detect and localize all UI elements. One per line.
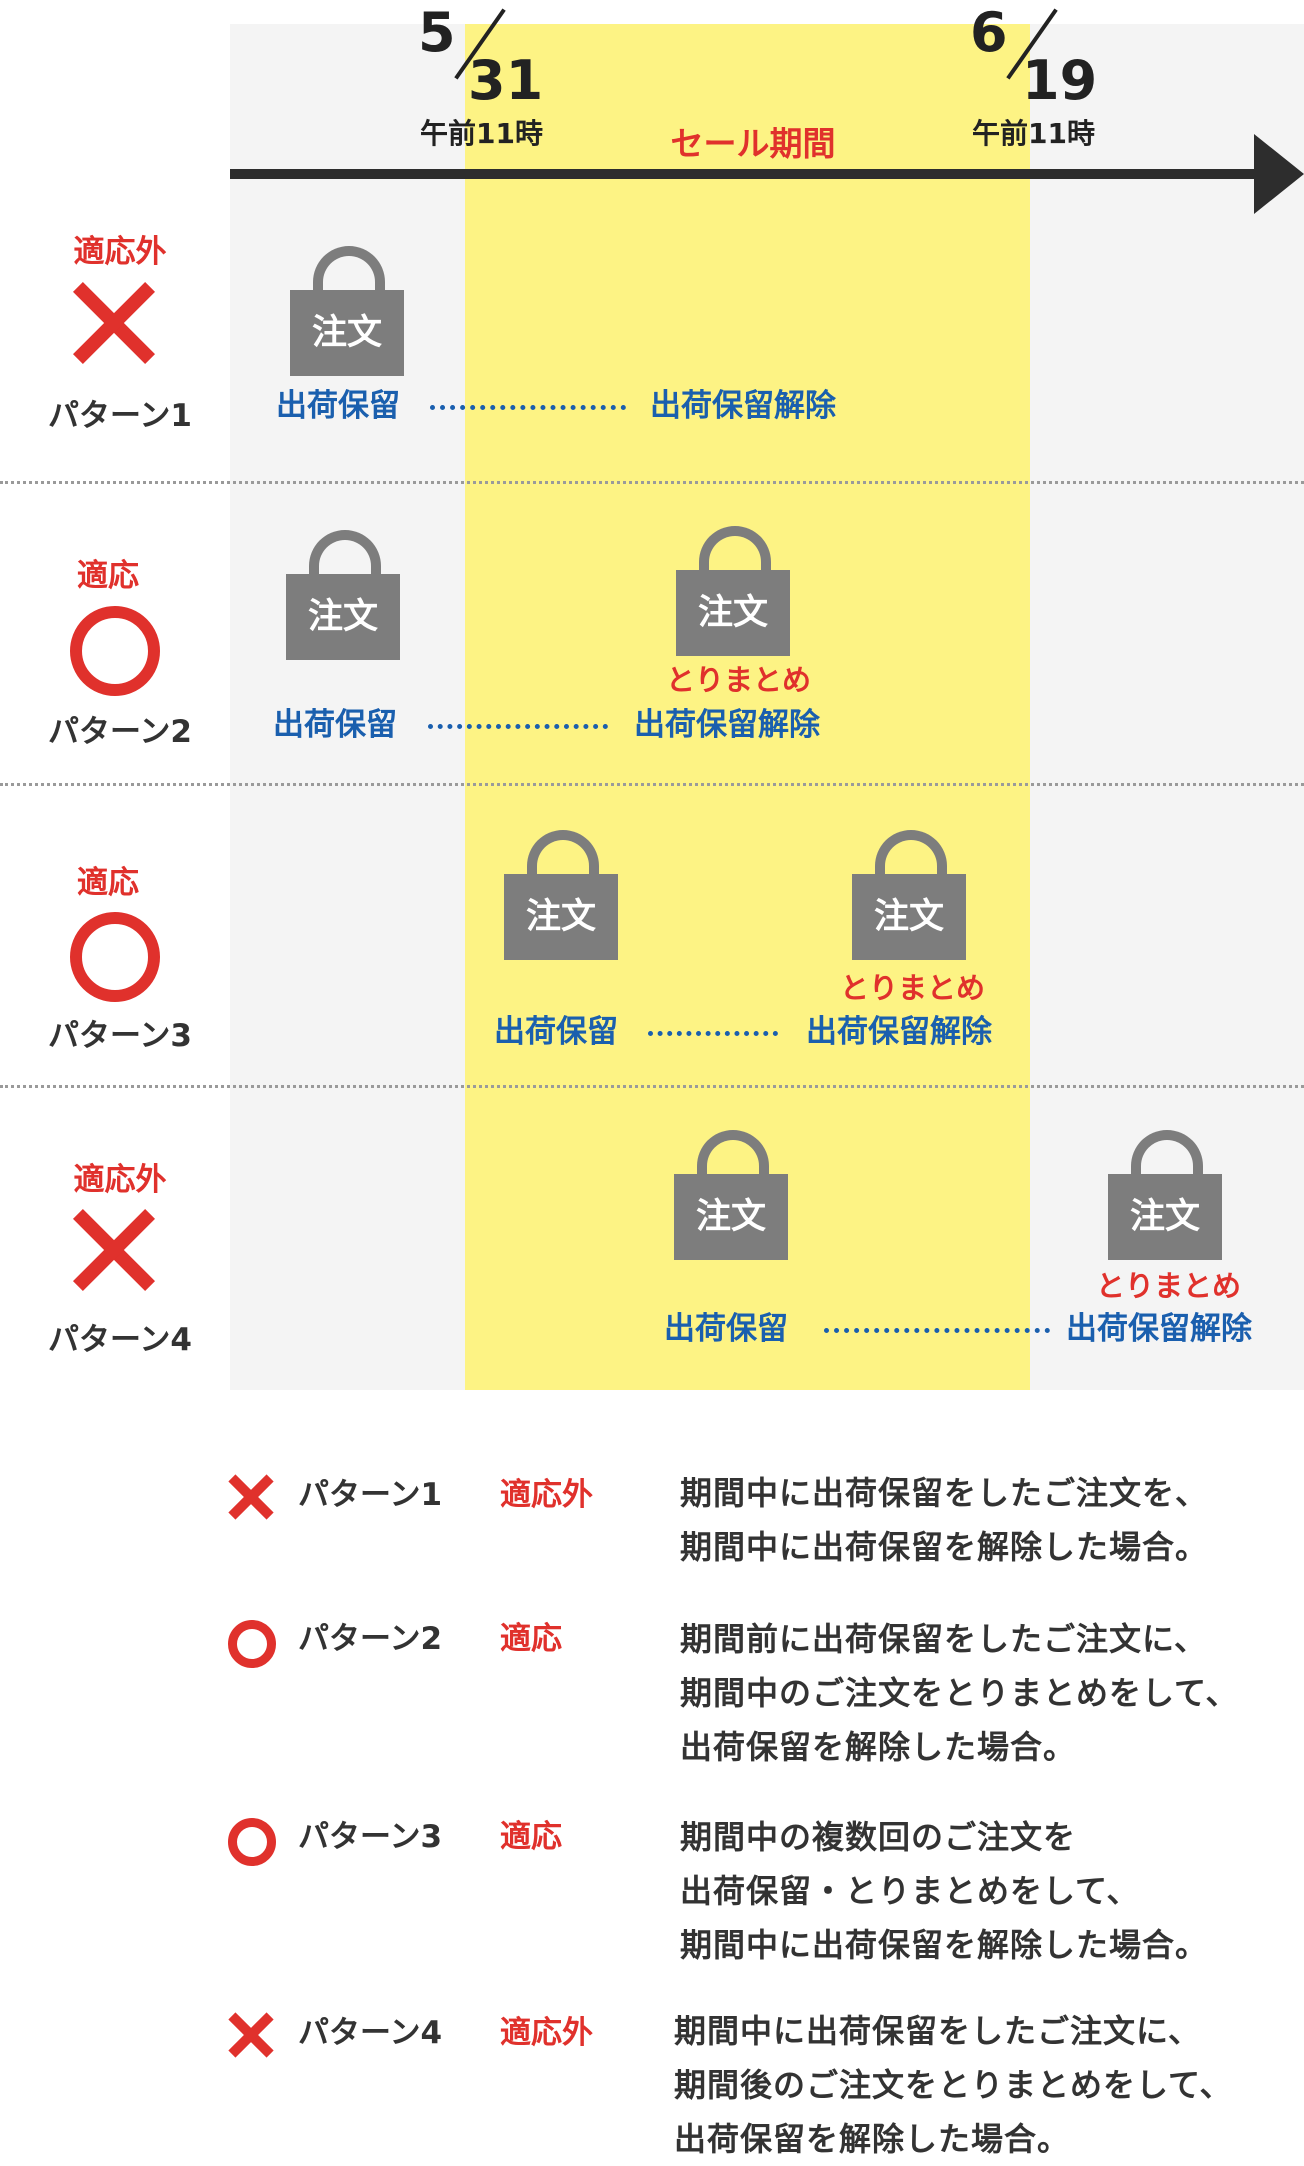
circle-icon xyxy=(70,912,160,1002)
order-label: 注文 xyxy=(674,1174,788,1260)
pattern-1-status: 適応外 xyxy=(73,234,167,270)
row-separator xyxy=(0,481,1304,484)
legend-pattern-2-name: パターン2 xyxy=(298,1621,443,1657)
start-date-day: 31 xyxy=(468,49,544,112)
pattern-1-name: パターン1 xyxy=(47,398,193,434)
order-bag-icon: 注文 xyxy=(286,530,400,660)
legend-pattern-1-description: 期間中に出荷保留をしたご注文を、 期間中に出荷保留を解除した場合。 xyxy=(680,1474,1209,1566)
release-label: 出荷保留解除 xyxy=(634,707,820,743)
order-bag-icon: 注文 xyxy=(290,246,404,376)
hold-to-release-connector xyxy=(648,1031,778,1036)
bundle-label: とりまとめ xyxy=(666,663,812,697)
hold-label: 出荷保留 xyxy=(276,388,400,424)
order-label: 注文 xyxy=(852,874,966,960)
end-date-day: 19 xyxy=(1022,49,1098,112)
release-label: 出荷保留解除 xyxy=(1066,1311,1252,1347)
row-separator xyxy=(0,783,1304,786)
start-date-month: 5 xyxy=(418,1,456,64)
legend-pattern-4-description: 期間中に出荷保留をしたご注文に、 期間後のご注文をとりまとめをして、 出荷保留を… xyxy=(674,2012,1233,2158)
legend-pattern-1-name: パターン1 xyxy=(298,1477,443,1513)
timeline-arrow-icon xyxy=(1254,134,1304,214)
row-separator xyxy=(0,1085,1304,1088)
legend-pattern-1-status: 適応外 xyxy=(500,1477,593,1513)
circle-icon xyxy=(228,1818,276,1866)
hold-label: 出荷保留 xyxy=(273,707,397,743)
x-icon xyxy=(69,1205,159,1295)
pattern-2-name: パターン2 xyxy=(47,714,193,750)
legend-pattern-3-name: パターン3 xyxy=(298,1819,443,1855)
pattern-2-status: 適応 xyxy=(77,558,139,594)
end-date-month: 6 xyxy=(970,1,1008,64)
order-bag-icon: 注文 xyxy=(504,830,618,960)
circle-icon xyxy=(228,1620,276,1668)
legend-pattern-4-name: パターン4 xyxy=(298,2015,443,2051)
order-bag-icon: 注文 xyxy=(676,526,790,656)
order-label: 注文 xyxy=(504,874,618,960)
end-time: 午前11時 xyxy=(972,117,1095,150)
legend-pattern-2-status: 適応 xyxy=(500,1621,562,1657)
order-label: 注文 xyxy=(676,570,790,656)
circle-icon xyxy=(70,606,160,696)
order-label: 注文 xyxy=(1108,1174,1222,1260)
timeline-axis xyxy=(230,169,1260,179)
order-label: 注文 xyxy=(286,574,400,660)
order-bag-icon: 注文 xyxy=(852,830,966,960)
sale-period-label: セール期間 xyxy=(670,124,836,163)
legend-pattern-2-description: 期間前に出荷保留をしたご注文に、 期間中のご注文をとりまとめをして、 出荷保留を… xyxy=(680,1620,1239,1766)
hold-to-release-connector xyxy=(428,724,608,729)
bundle-label: とりまとめ xyxy=(840,971,986,1005)
x-icon xyxy=(228,2012,274,2058)
pattern-3-status: 適応 xyxy=(77,865,139,901)
pattern-4-status: 適応外 xyxy=(73,1162,167,1198)
bundle-label: とりまとめ xyxy=(1096,1269,1242,1303)
legend-pattern-4-status: 適応外 xyxy=(500,2015,593,2051)
hold-to-release-connector xyxy=(824,1328,1050,1333)
start-time: 午前11時 xyxy=(420,117,543,150)
hold-label: 出荷保留 xyxy=(494,1014,618,1050)
order-bag-icon: 注文 xyxy=(674,1130,788,1260)
legend-pattern-3-status: 適応 xyxy=(500,1819,562,1855)
hold-label: 出荷保留 xyxy=(664,1311,788,1347)
order-label: 注文 xyxy=(290,290,404,376)
x-icon xyxy=(69,278,159,368)
hold-to-release-connector xyxy=(430,405,626,410)
x-icon xyxy=(228,1474,274,1520)
legend-pattern-3-description: 期間中の複数回のご注文を 出荷保留・とりまとめをして、 期間中に出荷保留を解除し… xyxy=(680,1818,1209,1964)
release-label: 出荷保留解除 xyxy=(650,388,836,424)
release-label: 出荷保留解除 xyxy=(806,1014,992,1050)
pattern-3-name: パターン3 xyxy=(47,1018,193,1054)
order-bag-icon: 注文 xyxy=(1108,1130,1222,1260)
pattern-4-name: パターン4 xyxy=(47,1322,193,1358)
